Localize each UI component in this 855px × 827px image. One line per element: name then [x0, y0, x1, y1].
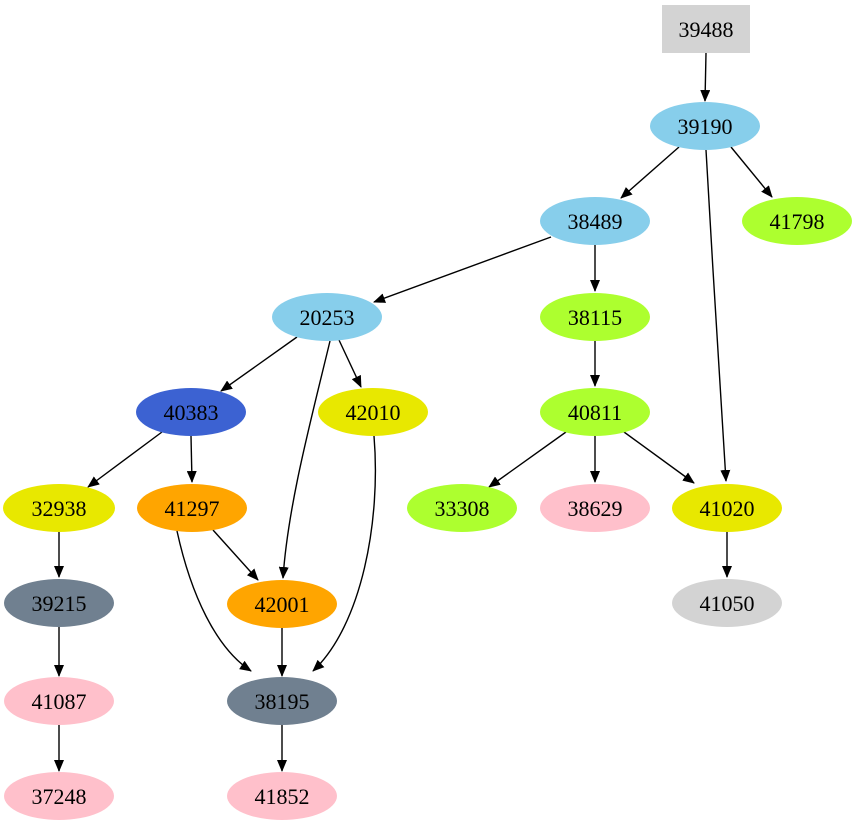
- node-label: 42010: [346, 400, 401, 425]
- node-label: 41852: [255, 784, 310, 809]
- node-shape-ellipse: [540, 484, 650, 532]
- node-label: 40383: [164, 400, 219, 425]
- node-32938: 32938: [3, 484, 115, 532]
- edge-41297-38195: [176, 530, 252, 672]
- node-shape-ellipse: [407, 484, 517, 532]
- edge-41297-42001: [212, 529, 259, 581]
- node-41050: 41050: [672, 579, 782, 627]
- edge-38489-20253: [373, 236, 552, 303]
- edge-39488-39190: [700, 52, 711, 102]
- node-41852: 41852: [227, 772, 337, 820]
- node-40811: 40811: [540, 388, 650, 436]
- node-41297: 41297: [137, 484, 247, 532]
- node-shape-ellipse: [540, 293, 650, 341]
- node-label: 33308: [435, 496, 490, 521]
- edge-40811-33308: [488, 431, 567, 488]
- node-shape-ellipse: [272, 293, 382, 341]
- node-shape-box: [662, 5, 750, 53]
- node-41798: 41798: [742, 197, 852, 245]
- node-label: 41297: [165, 496, 220, 521]
- node-39215: 39215: [4, 579, 114, 627]
- node-label: 38115: [568, 305, 622, 330]
- node-33308: 33308: [407, 484, 517, 532]
- edge-39190-41798: [730, 146, 773, 198]
- node-38629: 38629: [540, 484, 650, 532]
- node-42010: 42010: [318, 388, 428, 436]
- node-shape-ellipse: [540, 388, 650, 436]
- node-label: 41050: [700, 591, 755, 616]
- node-label: 39190: [678, 114, 733, 139]
- node-shape-ellipse: [672, 579, 782, 627]
- node-40383: 40383: [136, 388, 246, 436]
- node-shape-ellipse: [650, 102, 760, 150]
- node-label: 20253: [300, 305, 355, 330]
- edges-layer: [54, 52, 773, 772]
- node-38195: 38195: [227, 677, 337, 725]
- node-label: 39215: [32, 591, 87, 616]
- node-label: 42001: [255, 592, 310, 617]
- node-shape-ellipse: [227, 580, 337, 628]
- edge-40811-41020: [623, 431, 695, 484]
- node-42001: 42001: [227, 580, 337, 628]
- node-label: 38195: [255, 689, 310, 714]
- node-39190: 39190: [650, 102, 760, 150]
- node-38115: 38115: [540, 293, 650, 341]
- node-shape-ellipse: [672, 484, 782, 532]
- edge-20253-42010: [338, 339, 362, 388]
- edge-40383-32938: [87, 431, 163, 488]
- node-shape-ellipse: [227, 677, 337, 725]
- node-shape-ellipse: [318, 388, 428, 436]
- edge-40383-41297: [186, 435, 197, 483]
- edge-20253-42001: [278, 340, 331, 579]
- nodes-layer: 39488 39190 38489 41798 20253 38115 40383 42010…: [3, 5, 852, 820]
- edge-20253-40383: [220, 336, 298, 392]
- node-label: 40811: [568, 400, 622, 425]
- edge-39190-38489: [620, 146, 680, 199]
- node-label: 41087: [32, 689, 87, 714]
- node-shape-ellipse: [3, 484, 115, 532]
- node-shape-ellipse: [4, 579, 114, 627]
- node-37248: 37248: [4, 772, 114, 820]
- node-shape-ellipse: [227, 772, 337, 820]
- node-label: 38489: [568, 209, 623, 234]
- node-shape-ellipse: [137, 484, 247, 532]
- node-shape-ellipse: [4, 677, 114, 725]
- node-39488: 39488: [662, 5, 750, 53]
- node-shape-ellipse: [540, 197, 650, 245]
- node-shape-ellipse: [136, 388, 246, 436]
- node-20253: 20253: [272, 293, 382, 341]
- node-label: 41020: [700, 496, 755, 521]
- node-label: 32938: [32, 496, 87, 521]
- node-label: 41798: [770, 209, 825, 234]
- node-label: 39488: [679, 17, 734, 42]
- node-shape-ellipse: [742, 197, 852, 245]
- node-41087: 41087: [4, 677, 114, 725]
- edge-39190-41020: [705, 149, 731, 482]
- node-label: 38629: [568, 496, 623, 521]
- edge-42010-38195: [312, 435, 377, 672]
- node-38489: 38489: [540, 197, 650, 245]
- node-41020: 41020: [672, 484, 782, 532]
- node-label: 37248: [32, 784, 87, 809]
- node-shape-ellipse: [4, 772, 114, 820]
